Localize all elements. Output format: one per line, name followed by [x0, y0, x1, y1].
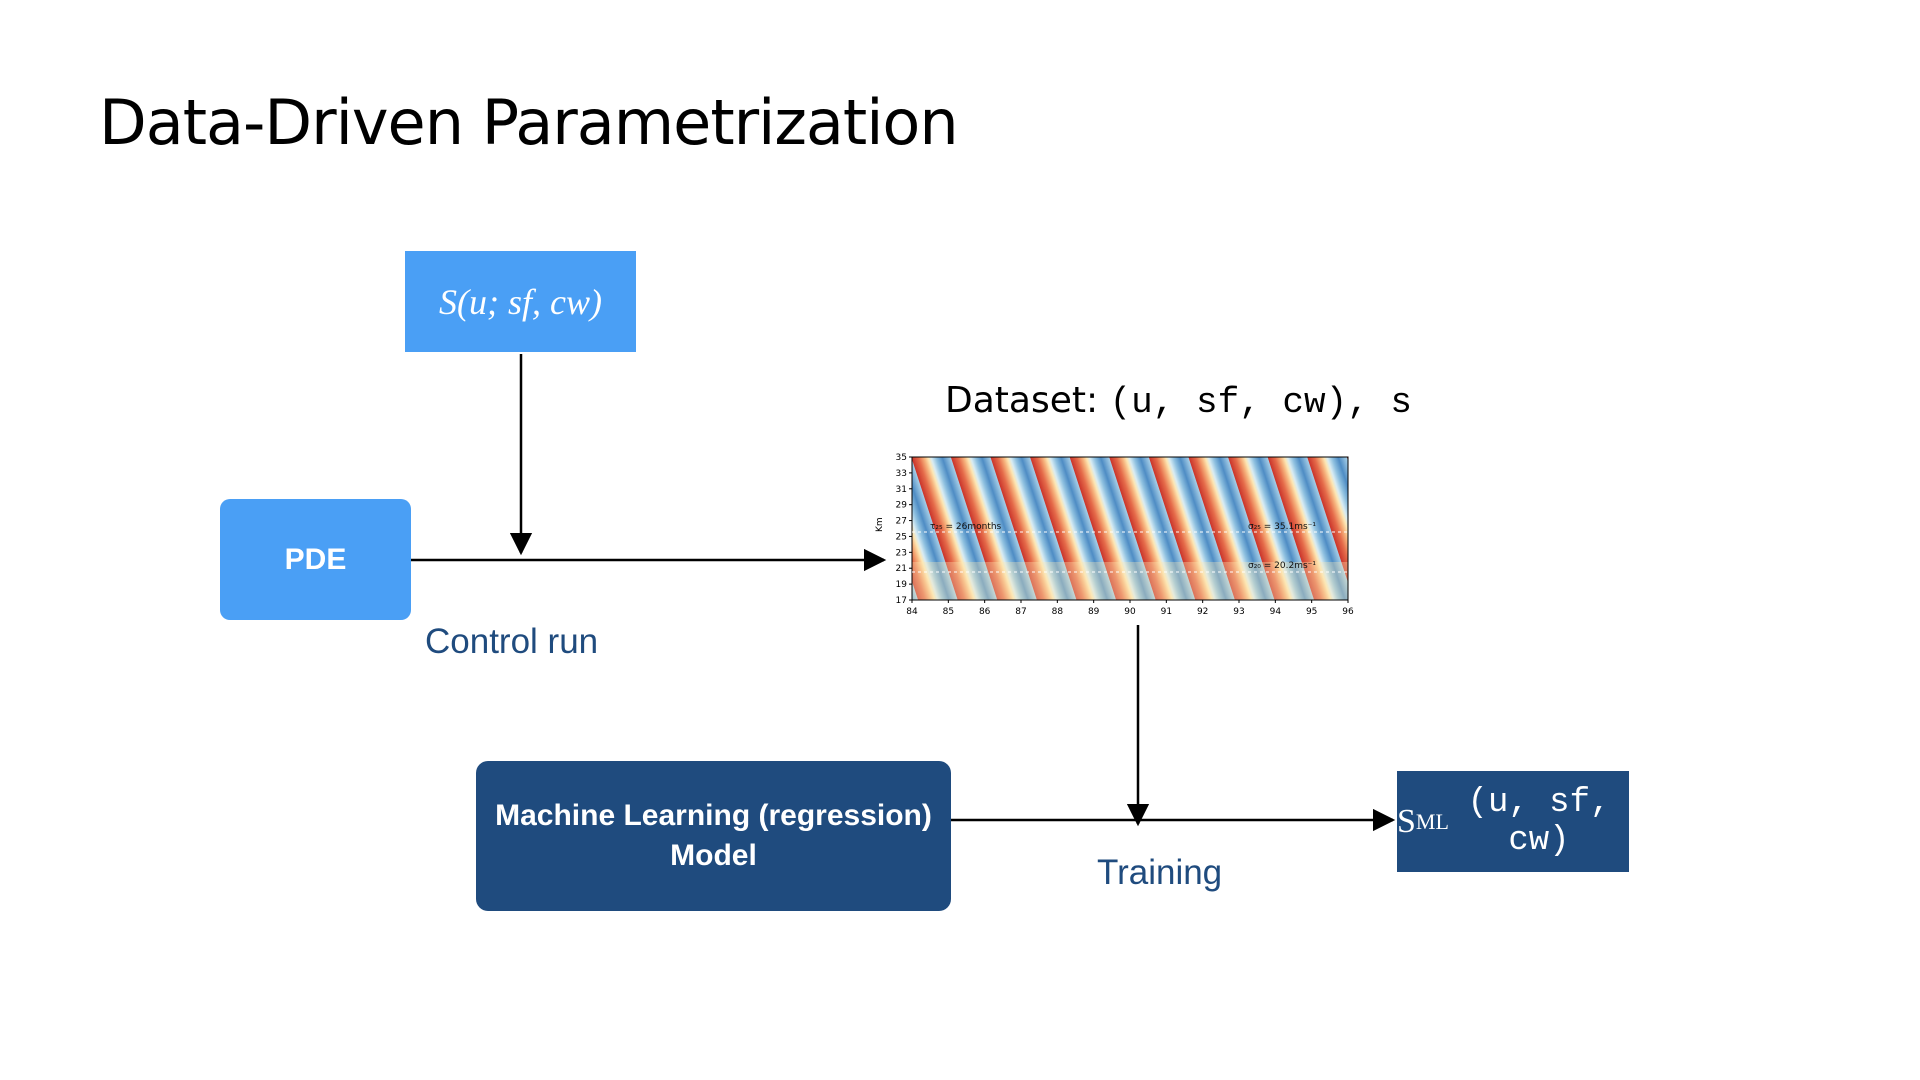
plot-annotation-sigma20: σ₂₀ = 20.2ms⁻¹	[1248, 561, 1316, 571]
plot-ytick-label: 29	[896, 501, 908, 511]
output-label-main: S	[1397, 802, 1416, 840]
plot-xtick-label: 87	[1015, 607, 1026, 617]
ml-model-box: Machine Learning (regression) Model	[476, 761, 951, 911]
pde-label: PDE	[284, 542, 347, 576]
slide-title: Data-Driven Parametrization	[99, 86, 959, 159]
plot-xtick-label: 93	[1233, 607, 1244, 617]
plot-xtick-label: 84	[906, 607, 918, 617]
plot-xtick-label: 92	[1197, 607, 1208, 617]
plot-xtick-label: 91	[1161, 607, 1172, 617]
plot-annotation-sigma25: σ₂₅ = 35.1ms⁻¹	[1248, 522, 1316, 532]
ml-model-label-line1: Machine Learning (regression)	[495, 799, 932, 832]
pde-box: PDE	[220, 499, 411, 620]
plot-ytick-label: 35	[896, 453, 907, 463]
dataset-label: Dataset: (u, sf, cw), s	[945, 380, 1412, 423]
plot-xtick-label: 94	[1270, 607, 1282, 617]
output-label-sub: ML	[1415, 808, 1449, 834]
plot-xticks: 84 85 86 87 88 89 90 91 92 93 94 95 96	[906, 600, 1354, 617]
plot-xtick-label: 96	[1342, 607, 1354, 617]
plot-ytick-label: 23	[896, 548, 907, 558]
plot-ylabel: Km	[875, 517, 885, 532]
plot-ytick-label: 19	[896, 580, 908, 590]
plot-xtick-label: 86	[979, 607, 991, 617]
plot-ytick-label: 17	[896, 596, 907, 606]
training-label: Training	[1097, 853, 1223, 892]
plot-ytick-label: 27	[896, 517, 907, 527]
plot-ytick-label: 31	[896, 485, 907, 495]
plot-xtick-label: 85	[943, 607, 954, 617]
plot-xtick-label: 90	[1124, 607, 1136, 617]
source-term-label: S(u; sf, cw)	[439, 281, 602, 322]
plot-yticks: 35 33 31 29 27 25 23 21 19 17	[896, 453, 912, 606]
dataset-label-prefix: Dataset:	[945, 380, 1099, 421]
control-run-label: Control run	[425, 622, 599, 661]
ml-model-label-line2: Model	[670, 839, 757, 872]
source-term-box: S(u; sf, cw)	[405, 251, 636, 352]
output-label-args: (u, sf, cw)	[1467, 783, 1611, 860]
ml-model-label: Machine Learning (regression) Model	[495, 796, 932, 876]
plot-ytick-label: 33	[896, 469, 907, 479]
dataset-label-math: (u, sf, cw), s	[1109, 382, 1413, 423]
plot-xtick-label: 95	[1306, 607, 1317, 617]
plot-ytick-label: 21	[896, 564, 907, 574]
plot-xtick-label: 89	[1088, 607, 1100, 617]
dataset-plot: τ₂₅ = 26months σ₂₅ = 35.1ms⁻¹ σ₂₀ = 20.2…	[875, 453, 1354, 617]
plot-xtick-label: 88	[1052, 607, 1064, 617]
plot-annotation-period: τ₂₅ = 26months	[930, 522, 1002, 532]
plot-ytick-label: 25	[896, 532, 907, 542]
